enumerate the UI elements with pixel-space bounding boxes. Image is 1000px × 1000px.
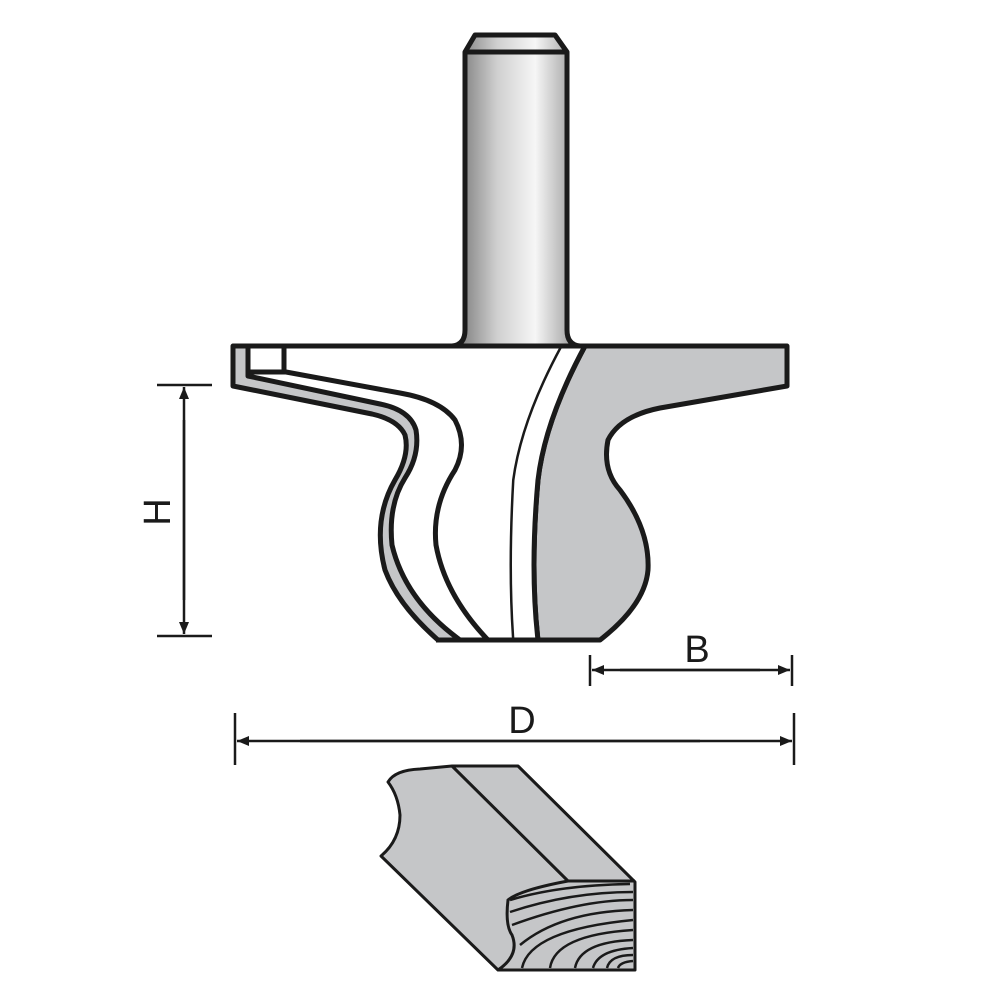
left-carbide-insert	[230, 343, 463, 643]
dimension-b-label: B	[684, 629, 709, 671]
dimension-h: H	[137, 383, 212, 638]
right-carbide-insert	[531, 343, 790, 643]
dimension-b: B	[588, 629, 794, 686]
dimension-d-label: D	[508, 700, 535, 742]
workpiece-profile	[379, 764, 637, 972]
left-body	[284, 346, 560, 640]
cutter-body	[230, 343, 790, 643]
shank	[449, 32, 583, 349]
dimension-d: D	[233, 700, 796, 765]
carbide-notch	[245, 343, 287, 375]
dimension-h-label: H	[137, 498, 179, 525]
